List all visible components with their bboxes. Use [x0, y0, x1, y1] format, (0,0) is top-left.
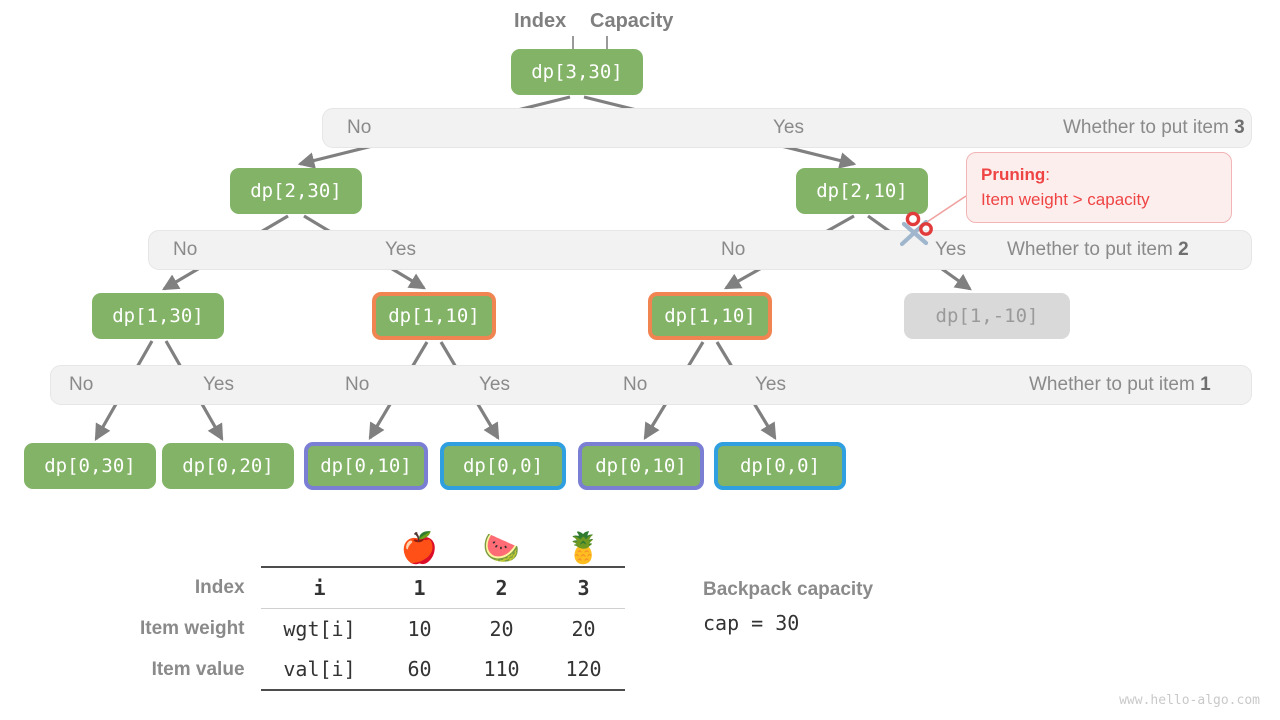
band2-no-1: No — [173, 239, 198, 260]
table-fruit-row: 🍎 🍉 🍍 — [140, 520, 625, 567]
index-value-2: 2 — [460, 566, 543, 609]
backpack-capacity-value: cap = 30 — [703, 611, 800, 635]
band1-no-3: No — [623, 374, 648, 395]
row-label-weight: Item weight — [140, 617, 245, 639]
band1-no-2: No — [345, 374, 370, 395]
leaf-dp-0-20[interactable]: dp[0,20] — [162, 443, 294, 489]
node-dp-2-10[interactable]: dp[2,10] — [796, 168, 928, 214]
node-dp-3-30[interactable]: dp[3,30] — [511, 49, 643, 95]
band-item-2: No Yes No Yes Whether to put item 2 — [148, 230, 1252, 270]
index-value-1: 1 — [378, 566, 461, 609]
row-label-value: Item value — [151, 658, 245, 680]
weight-value-2: 20 — [460, 608, 543, 649]
index-value-3: 3 — [542, 566, 625, 609]
weight-value-1: 10 — [378, 608, 461, 649]
row-label-index: Index — [194, 576, 245, 598]
table-row-weight: Item weight wgt[i] 10 20 20 — [140, 608, 625, 649]
row-key-weight: wgt[i] — [260, 608, 379, 649]
fruit-apple-icon: 🍎 — [400, 532, 439, 565]
band1-no-1: No — [69, 374, 94, 395]
capacity-label: Capacity — [590, 10, 674, 32]
fruit-row-spacer — [140, 520, 261, 567]
band2-caption: Whether to put item 2 — [1007, 239, 1189, 260]
leaf-dp-0-10-left[interactable]: dp[0,10] — [304, 442, 428, 490]
band2-yes-2: Yes — [935, 239, 966, 260]
node-dp-1-30[interactable]: dp[1,30] — [92, 293, 224, 339]
weight-value-3: 20 — [542, 608, 625, 649]
backpack-capacity-title: Backpack capacity — [703, 579, 874, 600]
node-dp-2-30[interactable]: dp[2,30] — [230, 168, 362, 214]
table-row-value: Item value val[i] 60 110 120 — [140, 649, 625, 691]
index-label: Index — [514, 10, 567, 32]
watermark: www.hello-algo.com — [1119, 693, 1260, 708]
leaf-dp-0-0-right[interactable]: dp[0,0] — [714, 442, 846, 490]
band1-yes-1: Yes — [203, 374, 234, 395]
leaf-dp-0-0-left[interactable]: dp[0,0] — [440, 442, 566, 490]
fruit-key-spacer — [261, 520, 379, 567]
pruning-title: Pruning — [981, 165, 1046, 184]
band3-yes: Yes — [773, 117, 804, 138]
band1-yes-2: Yes — [479, 374, 510, 395]
pruning-callout: Pruning: Item weight > capacity — [966, 152, 1232, 224]
node-dp-1-neg10-pruned[interactable]: dp[1,-10] — [904, 293, 1070, 339]
value-value-3: 120 — [542, 649, 625, 691]
band1-yes-3: Yes — [755, 374, 786, 395]
row-key-index: i — [260, 566, 379, 609]
value-value-1: 60 — [378, 649, 461, 691]
node-dp-1-10-left[interactable]: dp[1,10] — [372, 292, 496, 340]
leaf-dp-0-10-right[interactable]: dp[0,10] — [578, 442, 704, 490]
node-dp-1-10-right[interactable]: dp[1,10] — [648, 292, 772, 340]
band-item-1: No Yes No Yes No Yes Whether to put item… — [50, 365, 1252, 405]
band1-caption: Whether to put item 1 — [1029, 374, 1211, 395]
band2-yes-1: Yes — [385, 239, 416, 260]
band3-caption: Whether to put item 3 — [1063, 117, 1245, 138]
band3-no: No — [347, 117, 372, 138]
band2-no-2: No — [721, 239, 746, 260]
pruning-title-line: Pruning: — [981, 163, 1217, 188]
fruit-watermelon-icon: 🍉 — [482, 532, 521, 565]
value-value-2: 110 — [460, 649, 543, 691]
pruning-body: Item weight > capacity — [981, 189, 1150, 209]
items-table: 🍎 🍉 🍍 Index i 1 2 3 Item weight wgt[i] 1… — [140, 520, 625, 691]
fruit-pineapple-icon: 🍍 — [564, 532, 603, 565]
backpack-capacity: Backpack capacity cap = 30 — [703, 579, 873, 635]
leaf-dp-0-30[interactable]: dp[0,30] — [24, 443, 156, 489]
scissors-icon — [899, 211, 933, 247]
row-key-value: val[i] — [260, 649, 379, 691]
pruning-colon: : — [1045, 165, 1050, 184]
band-item-3: No Yes Whether to put item 3 — [322, 108, 1252, 148]
table-row-index: Index i 1 2 3 — [140, 566, 625, 609]
